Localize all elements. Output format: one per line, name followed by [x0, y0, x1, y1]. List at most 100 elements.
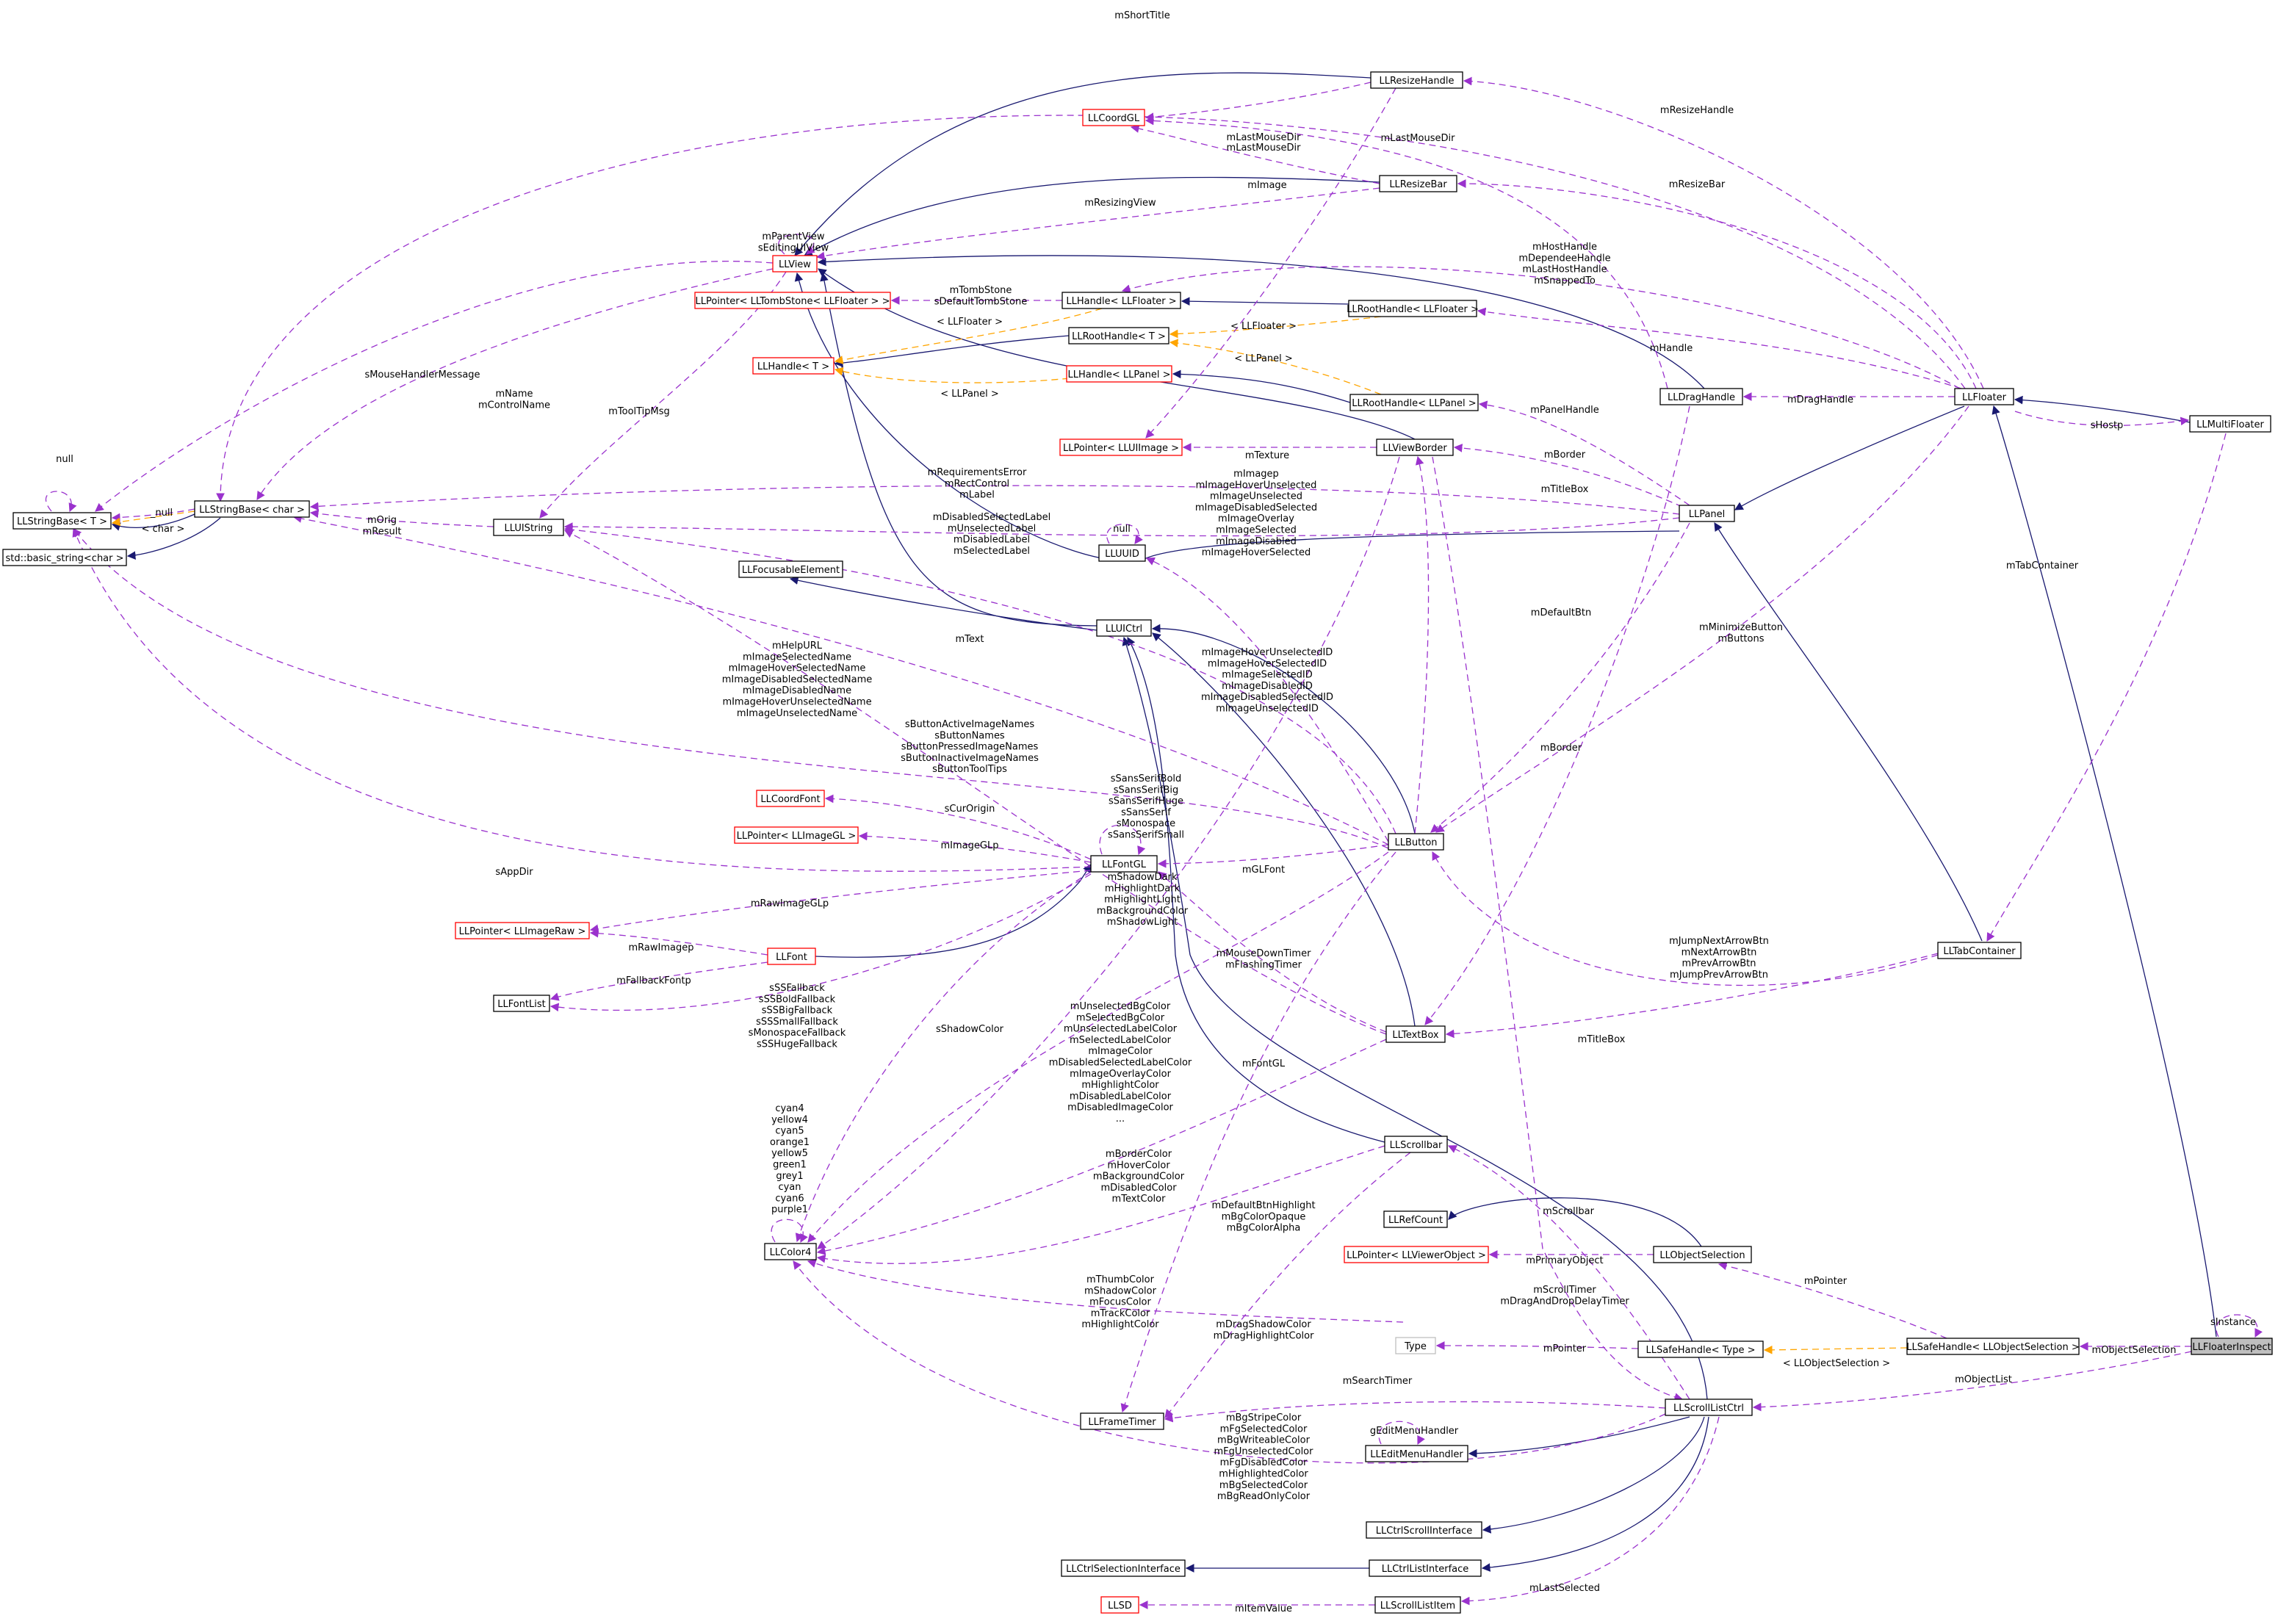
class-node-LLCoordFont[interactable]: LLCoordFont — [756, 790, 825, 807]
class-node-LLPointerImageGL[interactable]: LLPointer< LLImageGL > — [734, 826, 859, 844]
class-node-LLPointerImageRaw[interactable]: LLPointer< LLImageRaw > — [455, 922, 590, 939]
class-node-LLPanel[interactable]: LLPanel — [1679, 505, 1735, 522]
edge-LLFloater-to-LLMultiFloater — [2014, 395, 2191, 423]
edge-label-mBorderColor: mBorderColormHoverColormBackgroundColorm… — [1093, 1149, 1185, 1205]
class-node-frame — [756, 790, 825, 807]
class-node-label: LLScrollListCtrl — [1673, 1403, 1744, 1414]
class-node-LLFont[interactable]: LLFont — [767, 948, 816, 965]
edge-LLMultiFloater-to-LLFloater — [2014, 411, 2190, 426]
edge-label-line: mObjectList — [1955, 1374, 2012, 1385]
class-node-LLDragHandle[interactable]: LLDragHandle — [1659, 388, 1743, 405]
class-node-LLStringBaseChar[interactable]: LLStringBase< char > — [194, 500, 310, 518]
class-node-LLSafeHandleType[interactable]: LLSafeHandle< Type > — [1637, 1340, 1764, 1358]
edge-label-line: mResizingView — [1084, 198, 1156, 209]
class-node-LLRootHandleT[interactable]: LLRootHandle< T > — [1068, 327, 1169, 344]
edge-label-line: mBgColorAlpha — [1227, 1223, 1301, 1234]
edge-LLEditMenuHandler-to-LLScrollListCtrl — [1468, 1416, 1690, 1458]
class-node-LLCtrlScrollInterface[interactable]: LLCtrlScrollInterface — [1366, 1521, 1482, 1539]
class-node-StdString[interactable]: std::basic_string<char > — [2, 549, 127, 566]
edge-LLFrameTimer-to-LLButton — [1120, 851, 1396, 1413]
class-node-label: LLPointer< LLImageRaw > — [459, 926, 586, 937]
edge-label-line: sButtonToolTips — [932, 764, 1007, 775]
edge-label-gEditMenuHandler: gEditMenuHandler — [1370, 1426, 1459, 1437]
class-node-LLRootHandleFloater[interactable]: LLRootHandle< LLFloater > — [1347, 300, 1479, 317]
class-node-LLView[interactable]: LLView — [772, 255, 818, 273]
class-node-label: LLFrameTimer — [1088, 1417, 1156, 1428]
class-node-LLResizeHandle[interactable]: LLResizeHandle — [1370, 71, 1463, 89]
edge-label-line: mHighlightColor — [1081, 1319, 1159, 1330]
class-node-LLSD[interactable]: LLSD — [1100, 1596, 1139, 1614]
class-node-LLUICtrl[interactable]: LLUICtrl — [1096, 619, 1152, 637]
class-node-LLSafeHandleObjSel[interactable]: LLSafeHandle< LLObjectSelection > — [1906, 1338, 2080, 1355]
class-node-label: LLPointer< LLUIImage > — [1063, 443, 1179, 454]
edge-LLStringBaseChar-to-LLPanel — [309, 485, 1680, 515]
class-node-LLTextBox[interactable]: LLTextBox — [1385, 1025, 1446, 1043]
class-node-LLButton[interactable]: LLButton — [1388, 833, 1444, 851]
class-node-LLMultiFloater[interactable]: LLMultiFloater — [2189, 415, 2271, 433]
class-node-LLRootHandlePanel[interactable]: LLRootHandle< LLPanel > — [1349, 394, 1479, 411]
class-node-LLStringBaseT[interactable]: LLStringBase< T > — [12, 512, 112, 530]
edge-label-line: mImageDisabledName — [743, 685, 851, 696]
class-node-label: LLFloaterInspect — [2192, 1342, 2271, 1353]
class-node-LLRefCount[interactable]: LLRefCount — [1383, 1210, 1448, 1228]
class-node-LLResizeBar[interactable]: LLResizeBar — [1379, 175, 1457, 192]
class-node-LLHandleFloater[interactable]: LLHandle< LLFloater > — [1061, 292, 1181, 309]
class-node-LLTabContainer[interactable]: LLTabContainer — [1937, 942, 2022, 959]
class-node-label: LLCtrlSelectionInterface — [1066, 1564, 1181, 1575]
class-node-LLViewBorder[interactable]: LLViewBorder — [1376, 439, 1454, 456]
class-node-label: LLCoordFont — [760, 794, 820, 805]
class-node-frame — [1100, 1596, 1139, 1614]
class-node-frame — [738, 560, 843, 578]
class-node-LLScrollListItem[interactable]: LLScrollListItem — [1374, 1596, 1461, 1614]
class-node-label: LLStringBase< char > — [199, 505, 305, 516]
class-node-frame — [493, 995, 550, 1012]
class-node-label: LLResizeBar — [1389, 179, 1447, 190]
class-node-LLPointerUIImage[interactable]: LLPointer< LLUIImage > — [1059, 439, 1183, 456]
class-node-LLFloaterInspect[interactable]: LLFloaterInspect — [2191, 1338, 2273, 1355]
class-node-LLHandlePanel[interactable]: LLHandle< LLPanel > — [1066, 365, 1172, 383]
class-node-LLCoordGL[interactable]: LLCoordGL — [1082, 109, 1145, 126]
edge-label-line: mFgDisabledColor — [1220, 1457, 1308, 1468]
edge-LLUIString-to-LLFloater — [216, 115, 1966, 502]
class-node-label: LLHandle< T > — [757, 361, 829, 372]
edge-label-sSSFallback: sSSFallbacksSSBoldFallbacksSSBigFallback… — [749, 983, 846, 1050]
class-node-LLFloater[interactable]: LLFloater — [1954, 388, 2014, 405]
edge-label-line: mDisabledSelectedLabelColor — [1049, 1058, 1192, 1069]
class-node-Type[interactable]: Type — [1395, 1337, 1436, 1354]
class-nodes-layer: LLFloaterInspectLLFloaterLLMultiFloaterL… — [2, 71, 2273, 1614]
edge-label-line: sMonospace — [1117, 818, 1175, 829]
class-node-LLPointerViewerObject[interactable]: LLPointer< LLViewerObject > — [1344, 1246, 1489, 1263]
class-node-LLHandleT[interactable]: LLHandle< T > — [752, 357, 835, 375]
edge-label-line: sSansSerifBold — [1111, 773, 1182, 784]
edge-label-line: sButtonPressedImageNames — [901, 742, 1039, 753]
class-node-LLScrollbar[interactable]: LLScrollbar — [1384, 1136, 1448, 1153]
edge-label-mResizeHandle: mResizeHandle — [1660, 105, 1734, 116]
class-node-LLColor4[interactable]: LLColor4 — [764, 1243, 817, 1260]
edge-label-mHandle: mHandle — [1650, 343, 1693, 354]
class-node-LLFocusableElement[interactable]: LLFocusableElement — [738, 560, 843, 578]
edge-label-mTitleBox2: mTitleBox — [1578, 1034, 1626, 1045]
class-node-LLEditMenuHandler[interactable]: LLEditMenuHandler — [1365, 1445, 1468, 1462]
edge-label-mResizeBar: mResizeBar — [1669, 179, 1726, 190]
class-node-LLCtrlListInterface[interactable]: LLCtrlListInterface — [1369, 1559, 1482, 1577]
class-node-LLPointerTombStone[interactable]: LLPointer< LLTombStone< LLFloater > > — [694, 292, 891, 309]
edge-LLButton-to-LLFloater — [1435, 405, 1969, 833]
class-node-label: LLRefCount — [1388, 1215, 1443, 1226]
edge-LLFrameTimer-to-LLScrollbar — [1164, 1152, 1411, 1418]
edge-label-line: mResult — [363, 526, 402, 537]
class-node-LLScrollListCtrl[interactable]: LLScrollListCtrl — [1665, 1399, 1753, 1416]
edge-label-line: mBackgroundColor — [1097, 906, 1189, 917]
edge-label-line: mSelectedBgColor — [1076, 1012, 1165, 1023]
class-node-LLCtrlSelectionInterface[interactable]: LLCtrlSelectionInterface — [1061, 1559, 1186, 1577]
class-node-LLFrameTimer[interactable]: LLFrameTimer — [1080, 1412, 1164, 1430]
class-node-LLFontGL[interactable]: LLFontGL — [1090, 855, 1158, 873]
class-node-LLFontList[interactable]: LLFontList — [493, 995, 550, 1012]
class-node-LLUUID[interactable]: LLUUID — [1098, 544, 1146, 562]
class-node-LLObjectSelection[interactable]: LLObjectSelection — [1653, 1246, 1752, 1263]
edge-label-line: cyan4 — [775, 1103, 804, 1114]
edge-label-line: mMinimizeButton — [1699, 622, 1783, 633]
class-node-LLUIString[interactable]: LLUIString — [493, 519, 564, 536]
edge-label-nullT: null — [56, 454, 73, 465]
